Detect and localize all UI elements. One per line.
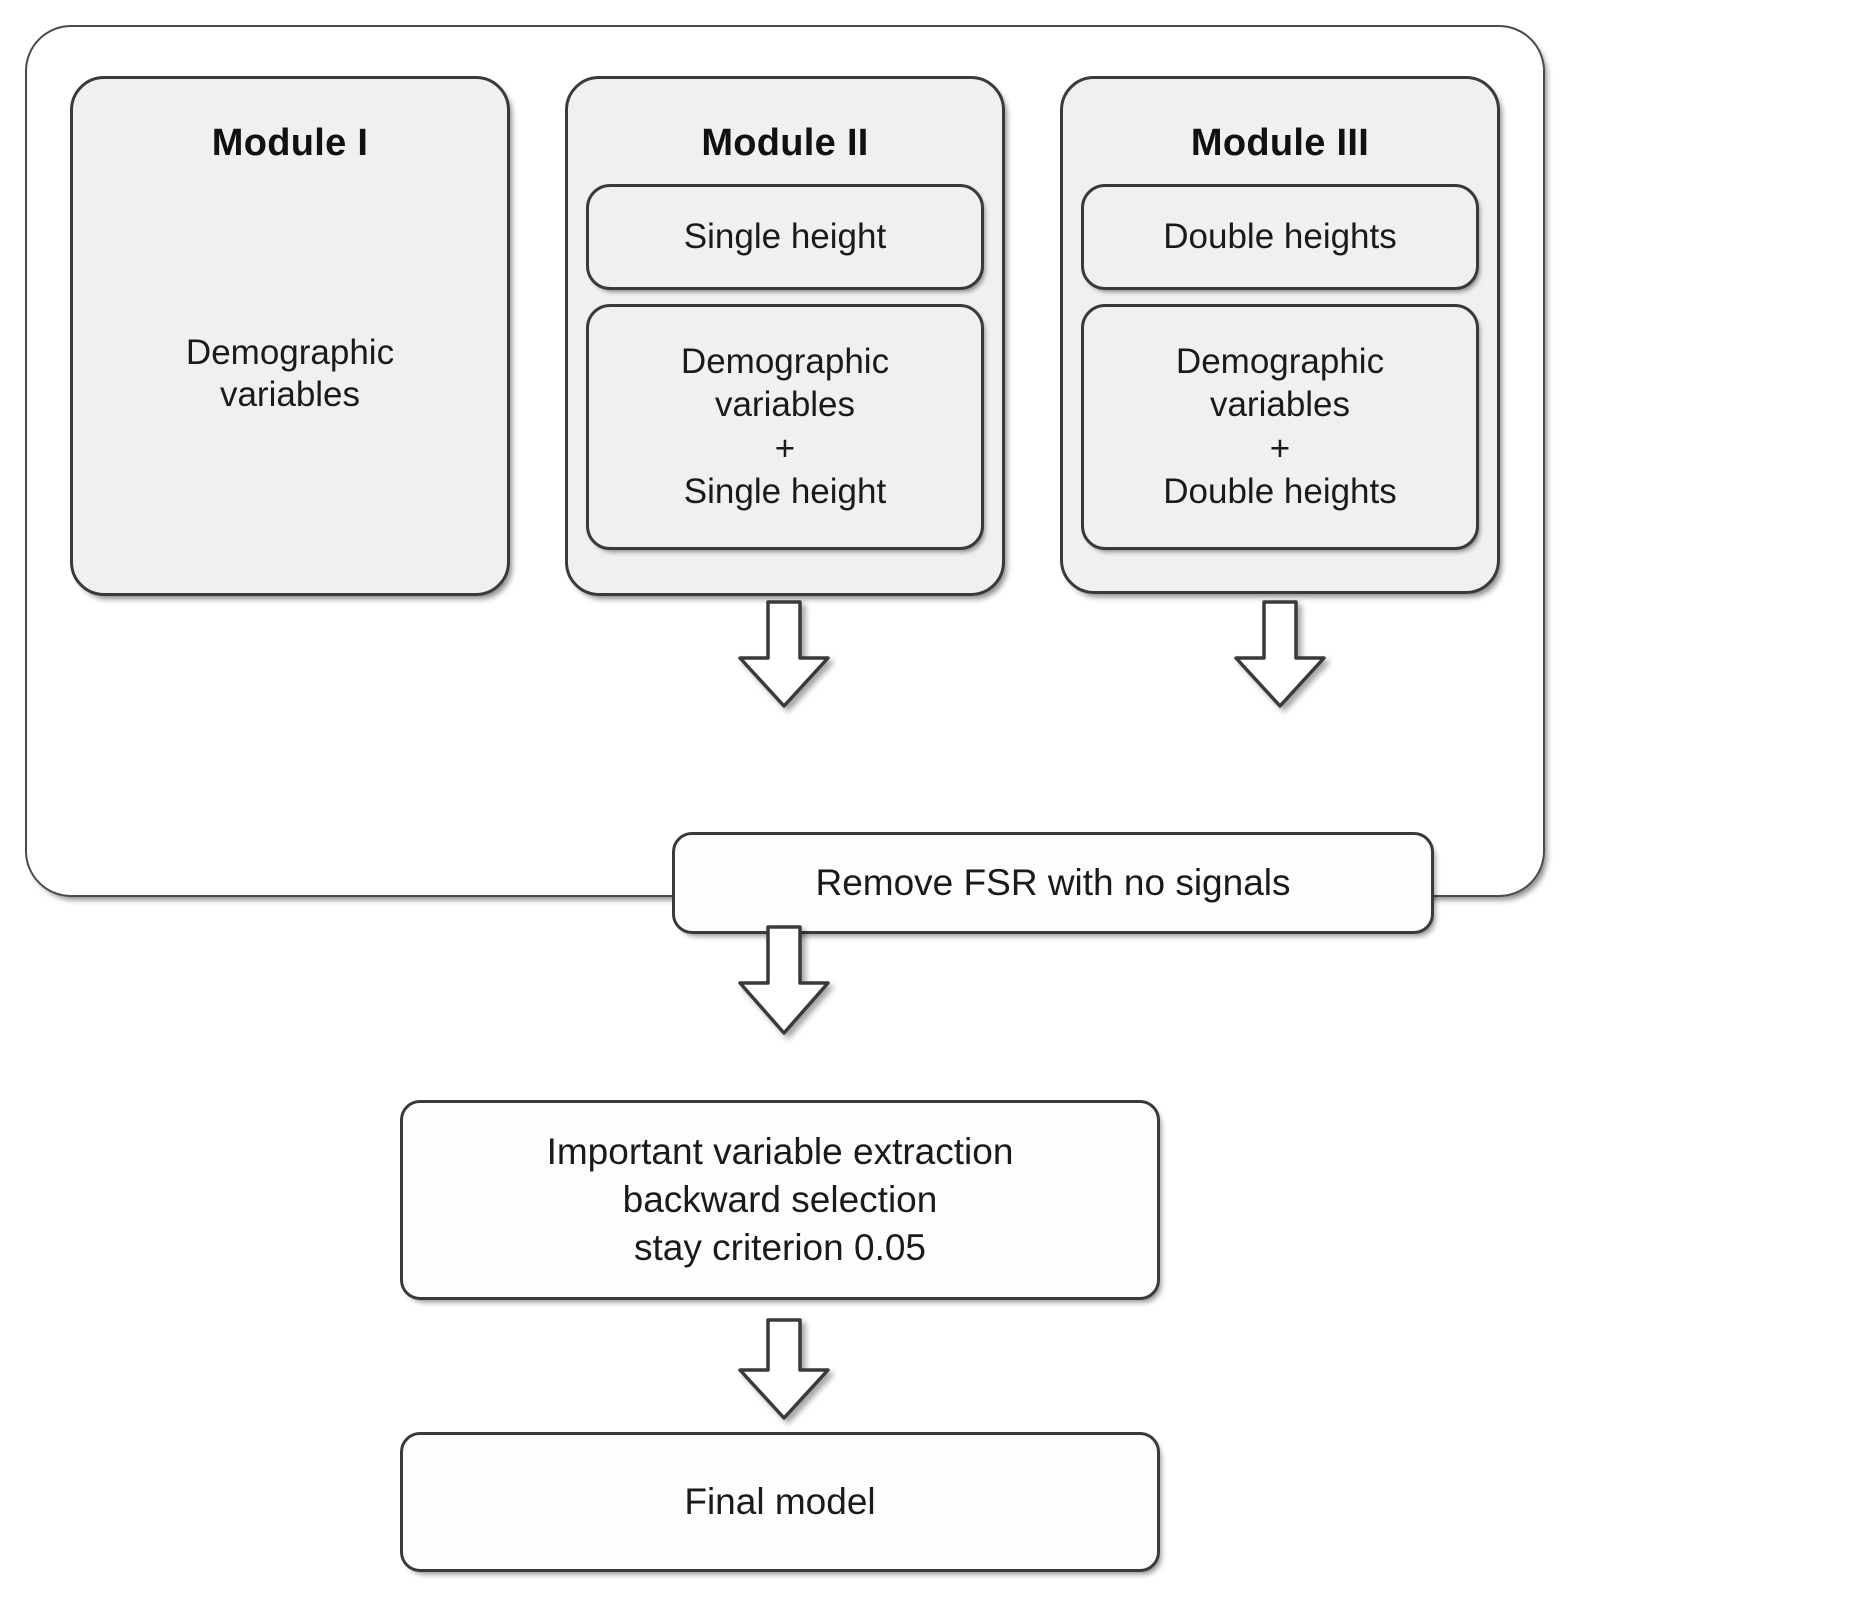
process-box-final-model[interactable]: Final model [400,1432,1160,1572]
module-2-subbox-demographic-plus-single-height[interactable]: Demographic variables + Single height [586,303,984,550]
module-card-2[interactable]: Module II Single height Demographic vari… [565,76,1005,596]
module-3-title: Module III [1190,122,1370,164]
arrow-module3-to-remove-fsr [1229,600,1331,710]
module-3-subbox-double-heights[interactable]: Double heights [1081,183,1479,290]
process-box-variable-extraction[interactable]: Important variable extraction backward s… [400,1100,1160,1300]
module-card-3[interactable]: Module III Double heights Demographic va… [1060,76,1500,594]
arrow-container-to-extraction [733,925,835,1037]
arrow-extraction-to-final-model [733,1318,835,1422]
module-2-subbox-single-height[interactable]: Single height [586,183,984,290]
arrow-module2-to-remove-fsr [733,600,835,710]
module-1-title: Module I [211,122,369,164]
module-2-title: Module II [701,122,869,164]
module-1-body: Demographic variables [185,332,395,415]
module-card-1[interactable]: Module I Demographic variables [70,76,510,596]
module-3-subbox-demographic-plus-double-heights[interactable]: Demographic variables + Double heights [1081,303,1479,550]
process-box-remove-fsr[interactable]: Remove FSR with no signals [672,832,1434,934]
